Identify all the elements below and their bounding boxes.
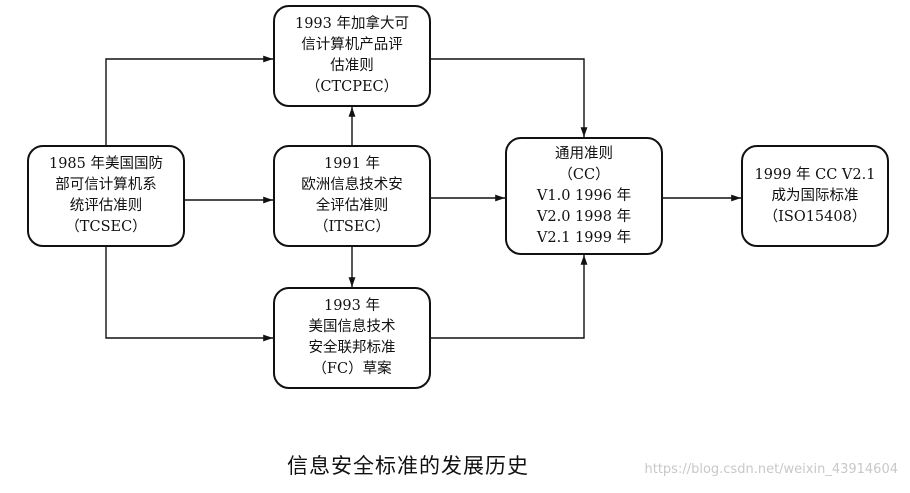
node-cc-line-1: 通用准则	[555, 145, 613, 162]
node-itsec-line-1: 1991 年	[323, 156, 380, 172]
node-fc-line-4: （FC）草案	[312, 361, 392, 377]
node-ctcpec-line-3: 估准则	[330, 58, 374, 74]
node-fc-line-3: 安全联邦标准	[308, 340, 396, 356]
node-itsec-line-4: （ITSEC）	[313, 219, 390, 235]
node-iso-line-1: 1999 年 CC V2.1	[754, 166, 876, 183]
node-itsec: 1991 年 欧洲信息技术安 全评估准则 （ITSEC）	[273, 145, 431, 247]
node-itsec-line-2: 欧洲信息技术安	[301, 177, 403, 193]
arrow-ctcpec-to-cc	[431, 58, 588, 137]
node-tcsec-line-3: 统评估准则	[69, 198, 143, 214]
node-fc: 1993 年 美国信息技术 安全联邦标准 （FC）草案	[273, 287, 431, 389]
node-itsec-line-3: 全评估准则	[315, 198, 389, 214]
node-iso-line-3: （ISO15408）	[763, 208, 867, 225]
node-iso: 1999 年 CC V2.1 成为国际标准 （ISO15408）	[741, 145, 889, 247]
node-tcsec-line-4: （TCSEC）	[65, 219, 147, 235]
node-cc-line-2: （CC）	[558, 166, 610, 183]
node-cc-line-3: V1.0 1996 年	[536, 187, 632, 204]
node-cc-line-5: V2.1 1999 年	[536, 229, 632, 246]
node-ctcpec-line-1: 1993 年加拿大可	[294, 16, 409, 32]
node-tcsec-line-2: 部可信计算机系	[55, 177, 157, 193]
node-ctcpec-line-4: （CTCPEC）	[305, 79, 399, 95]
node-fc-line-1: 1993 年	[323, 298, 380, 314]
arrow-fc-to-cc	[431, 255, 588, 339]
node-fc-line-2: 美国信息技术	[308, 319, 396, 335]
watermark: https://blog.csdn.net/weixin_43914604	[644, 462, 898, 477]
node-tcsec-line-1: 1985 年美国国防	[48, 156, 163, 172]
node-ctcpec: 1993 年加拿大可 信计算机产品评 估准则 （CTCPEC）	[273, 5, 431, 107]
diagram-caption: 信息安全标准的发展历史	[287, 454, 529, 478]
node-ctcpec-line-2: 信计算机产品评	[301, 37, 403, 53]
node-cc-line-4: V2.0 1998 年	[536, 208, 632, 225]
arrow-tcsec-to-ctcpec	[105, 55, 273, 145]
arrow-tcsec-to-fc	[105, 247, 273, 342]
node-cc: 通用准则 （CC） V1.0 1996 年 V2.0 1998 年 V2.1 1…	[505, 137, 663, 255]
node-tcsec: 1985 年美国国防 部可信计算机系 统评估准则 （TCSEC）	[27, 145, 185, 247]
node-iso-line-2: 成为国际标准	[771, 187, 859, 204]
